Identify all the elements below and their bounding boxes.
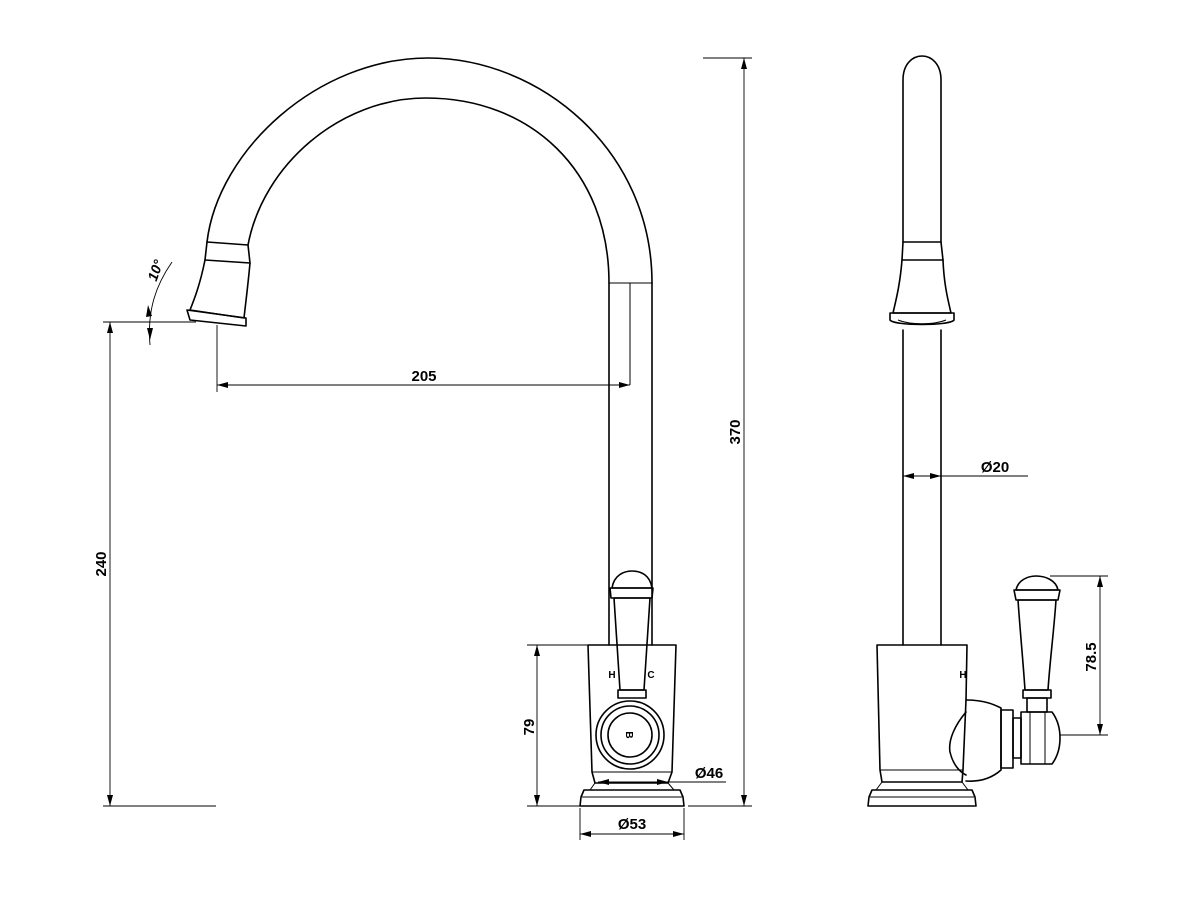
side-base bbox=[867, 789, 977, 807]
brand-logo-mark: B bbox=[623, 731, 634, 738]
side-spout-collar bbox=[901, 241, 944, 261]
side-spindle-ring bbox=[1000, 709, 1014, 769]
handle-height-label: 78.5 bbox=[1083, 642, 1100, 671]
lever-handle-front bbox=[609, 570, 654, 699]
tap-body-front bbox=[579, 644, 685, 807]
body-diameter-label: Ø46 bbox=[695, 765, 723, 782]
side-view: H bbox=[867, 55, 1061, 807]
side-dimensions: Ø20 78.5 bbox=[903, 459, 1108, 736]
lever-handle-side bbox=[1013, 575, 1061, 713]
side-body bbox=[876, 644, 968, 783]
reach-dimension-label: 205 bbox=[411, 368, 436, 385]
aerator-outlet bbox=[186, 241, 251, 327]
body-height-label: 79 bbox=[521, 719, 538, 736]
side-spindle-cap bbox=[1020, 711, 1061, 765]
side-boss-curve bbox=[948, 711, 967, 776]
side-aerator bbox=[889, 312, 955, 326]
hot-marking-front: H bbox=[608, 670, 615, 681]
side-boss bbox=[965, 699, 1002, 782]
side-spout-top bbox=[902, 55, 942, 243]
spout-inner-curve bbox=[247, 97, 610, 284]
cold-marking-front: C bbox=[647, 670, 654, 681]
total-height-label: 370 bbox=[727, 419, 744, 444]
hot-marking-side: H bbox=[959, 670, 966, 681]
front-view: H C B bbox=[186, 57, 685, 807]
front-dimensions: 205 240 10° 370 79 Ø46 bbox=[93, 57, 752, 840]
spout-height-label: 240 bbox=[93, 551, 110, 576]
spout-outer-curve bbox=[206, 57, 653, 284]
base-diameter-label: Ø53 bbox=[618, 816, 646, 833]
spout-angle-label: 10° bbox=[144, 257, 166, 283]
side-nozzle bbox=[892, 259, 952, 314]
spout-diameter-label: Ø20 bbox=[981, 459, 1009, 476]
